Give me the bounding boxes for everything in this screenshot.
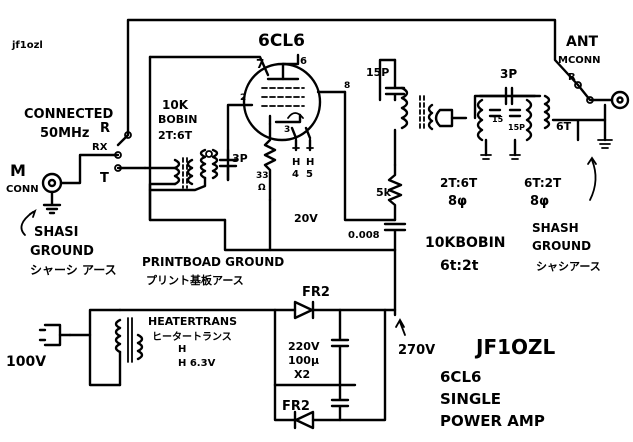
shash-right-2: GROUND (532, 239, 591, 253)
top-wire (126, 18, 580, 137)
cap-15-2: 15P (508, 123, 525, 132)
coil-6t2t: 6T:2T (524, 176, 562, 190)
shasi-left-1: SHASI (34, 225, 79, 240)
m-connector (41, 153, 120, 215)
diode-top-label: FR2 (302, 285, 330, 300)
input-transformer (143, 157, 194, 222)
pin2-label: 2 (240, 93, 246, 103)
b-plus-label: 270V (398, 343, 435, 358)
coil-8phi-2: 8φ (530, 194, 549, 209)
power-supply (38, 300, 397, 430)
heater-h5: H (306, 157, 314, 168)
bobin-left-3: 2T:6T (158, 129, 193, 142)
relay-r-right: R (568, 72, 576, 83)
res-33-label: 33 (256, 171, 269, 181)
title-2: SINGLE (440, 390, 501, 408)
elec-cap-3: X2 (294, 368, 310, 381)
cap-0008-label: 0.008 (348, 230, 380, 241)
bobin-left-1: 10K (162, 98, 189, 112)
ac-in-label: 100V (6, 354, 46, 370)
print-ground-label: PRINTBOAD GROUND (142, 255, 284, 269)
rx-freq-label: 50MHz (40, 126, 89, 141)
cap-15-1: 15 (492, 115, 504, 124)
cap-3p-right: 3P (500, 67, 517, 81)
coil-8phi-1: 8φ (448, 194, 467, 209)
print-ground-jp: プリント基板アース (146, 273, 244, 287)
shasi-left-jp: シャーシ アース (30, 263, 117, 277)
elec-cap-2: 100μ (288, 354, 319, 367)
pin7-label: 7 (256, 57, 264, 71)
m-label: M (10, 161, 26, 180)
pin6-label: 6 (300, 56, 307, 67)
relay-r-left: R (100, 121, 110, 136)
cap-15p-label: 15P (366, 66, 389, 79)
heater-h4: H (292, 157, 300, 168)
shash-right-jp: シャシアース (536, 260, 601, 273)
heater-h1: H (178, 344, 186, 355)
shasi-left-2: GROUND (30, 244, 94, 259)
out-6t-label: 6T (556, 120, 572, 133)
pin3-label: 3 (284, 125, 290, 135)
volt-20v-label: 20V (294, 212, 318, 225)
coil-2t6t: 2T:6T (440, 176, 478, 190)
rx-label: RX (92, 142, 108, 153)
signature: JF1OZL (474, 335, 556, 359)
plate-tank (343, 58, 425, 317)
title-3: POWER AMP (440, 412, 545, 430)
ant-connector (574, 81, 630, 110)
bobin-left-2: BOBIN (158, 113, 197, 126)
heater-trans-jp: ヒータートランス (152, 331, 232, 343)
output-network (427, 86, 613, 160)
heater-n4: 4 (292, 169, 299, 180)
heater-h2: H 6.3V (178, 358, 216, 369)
connected-label: CONNECTED (24, 107, 114, 122)
heater-n5: 5 (306, 169, 313, 180)
shash-right-1: SHASH (532, 221, 579, 235)
bobin-bottom-1: 10KBOBIN (425, 235, 506, 251)
ant-label: ANT (566, 34, 599, 50)
title-1: 6CL6 (440, 368, 481, 386)
ant-connector-label: MCONN (558, 55, 601, 66)
heater-trans-label: HEATERTRANS (148, 315, 237, 328)
diode-bottom-label: FR2 (282, 399, 310, 414)
elec-cap-1: 220V (288, 340, 320, 353)
res-5k-label: 5k (376, 186, 392, 199)
bobin-bottom-2: 6t:2t (440, 258, 479, 274)
pin8-label: 8 (344, 81, 350, 91)
input-coil (199, 148, 219, 180)
res-omega-label: Ω (258, 183, 266, 193)
t-label: T (100, 171, 109, 186)
id-tag: jf1ozl (11, 40, 43, 51)
cap-3p-left: 3P (232, 152, 248, 165)
tube-label: 6CL6 (258, 31, 305, 51)
tube-6cl6 (242, 62, 322, 142)
m-conn-label: CONN (6, 184, 39, 195)
